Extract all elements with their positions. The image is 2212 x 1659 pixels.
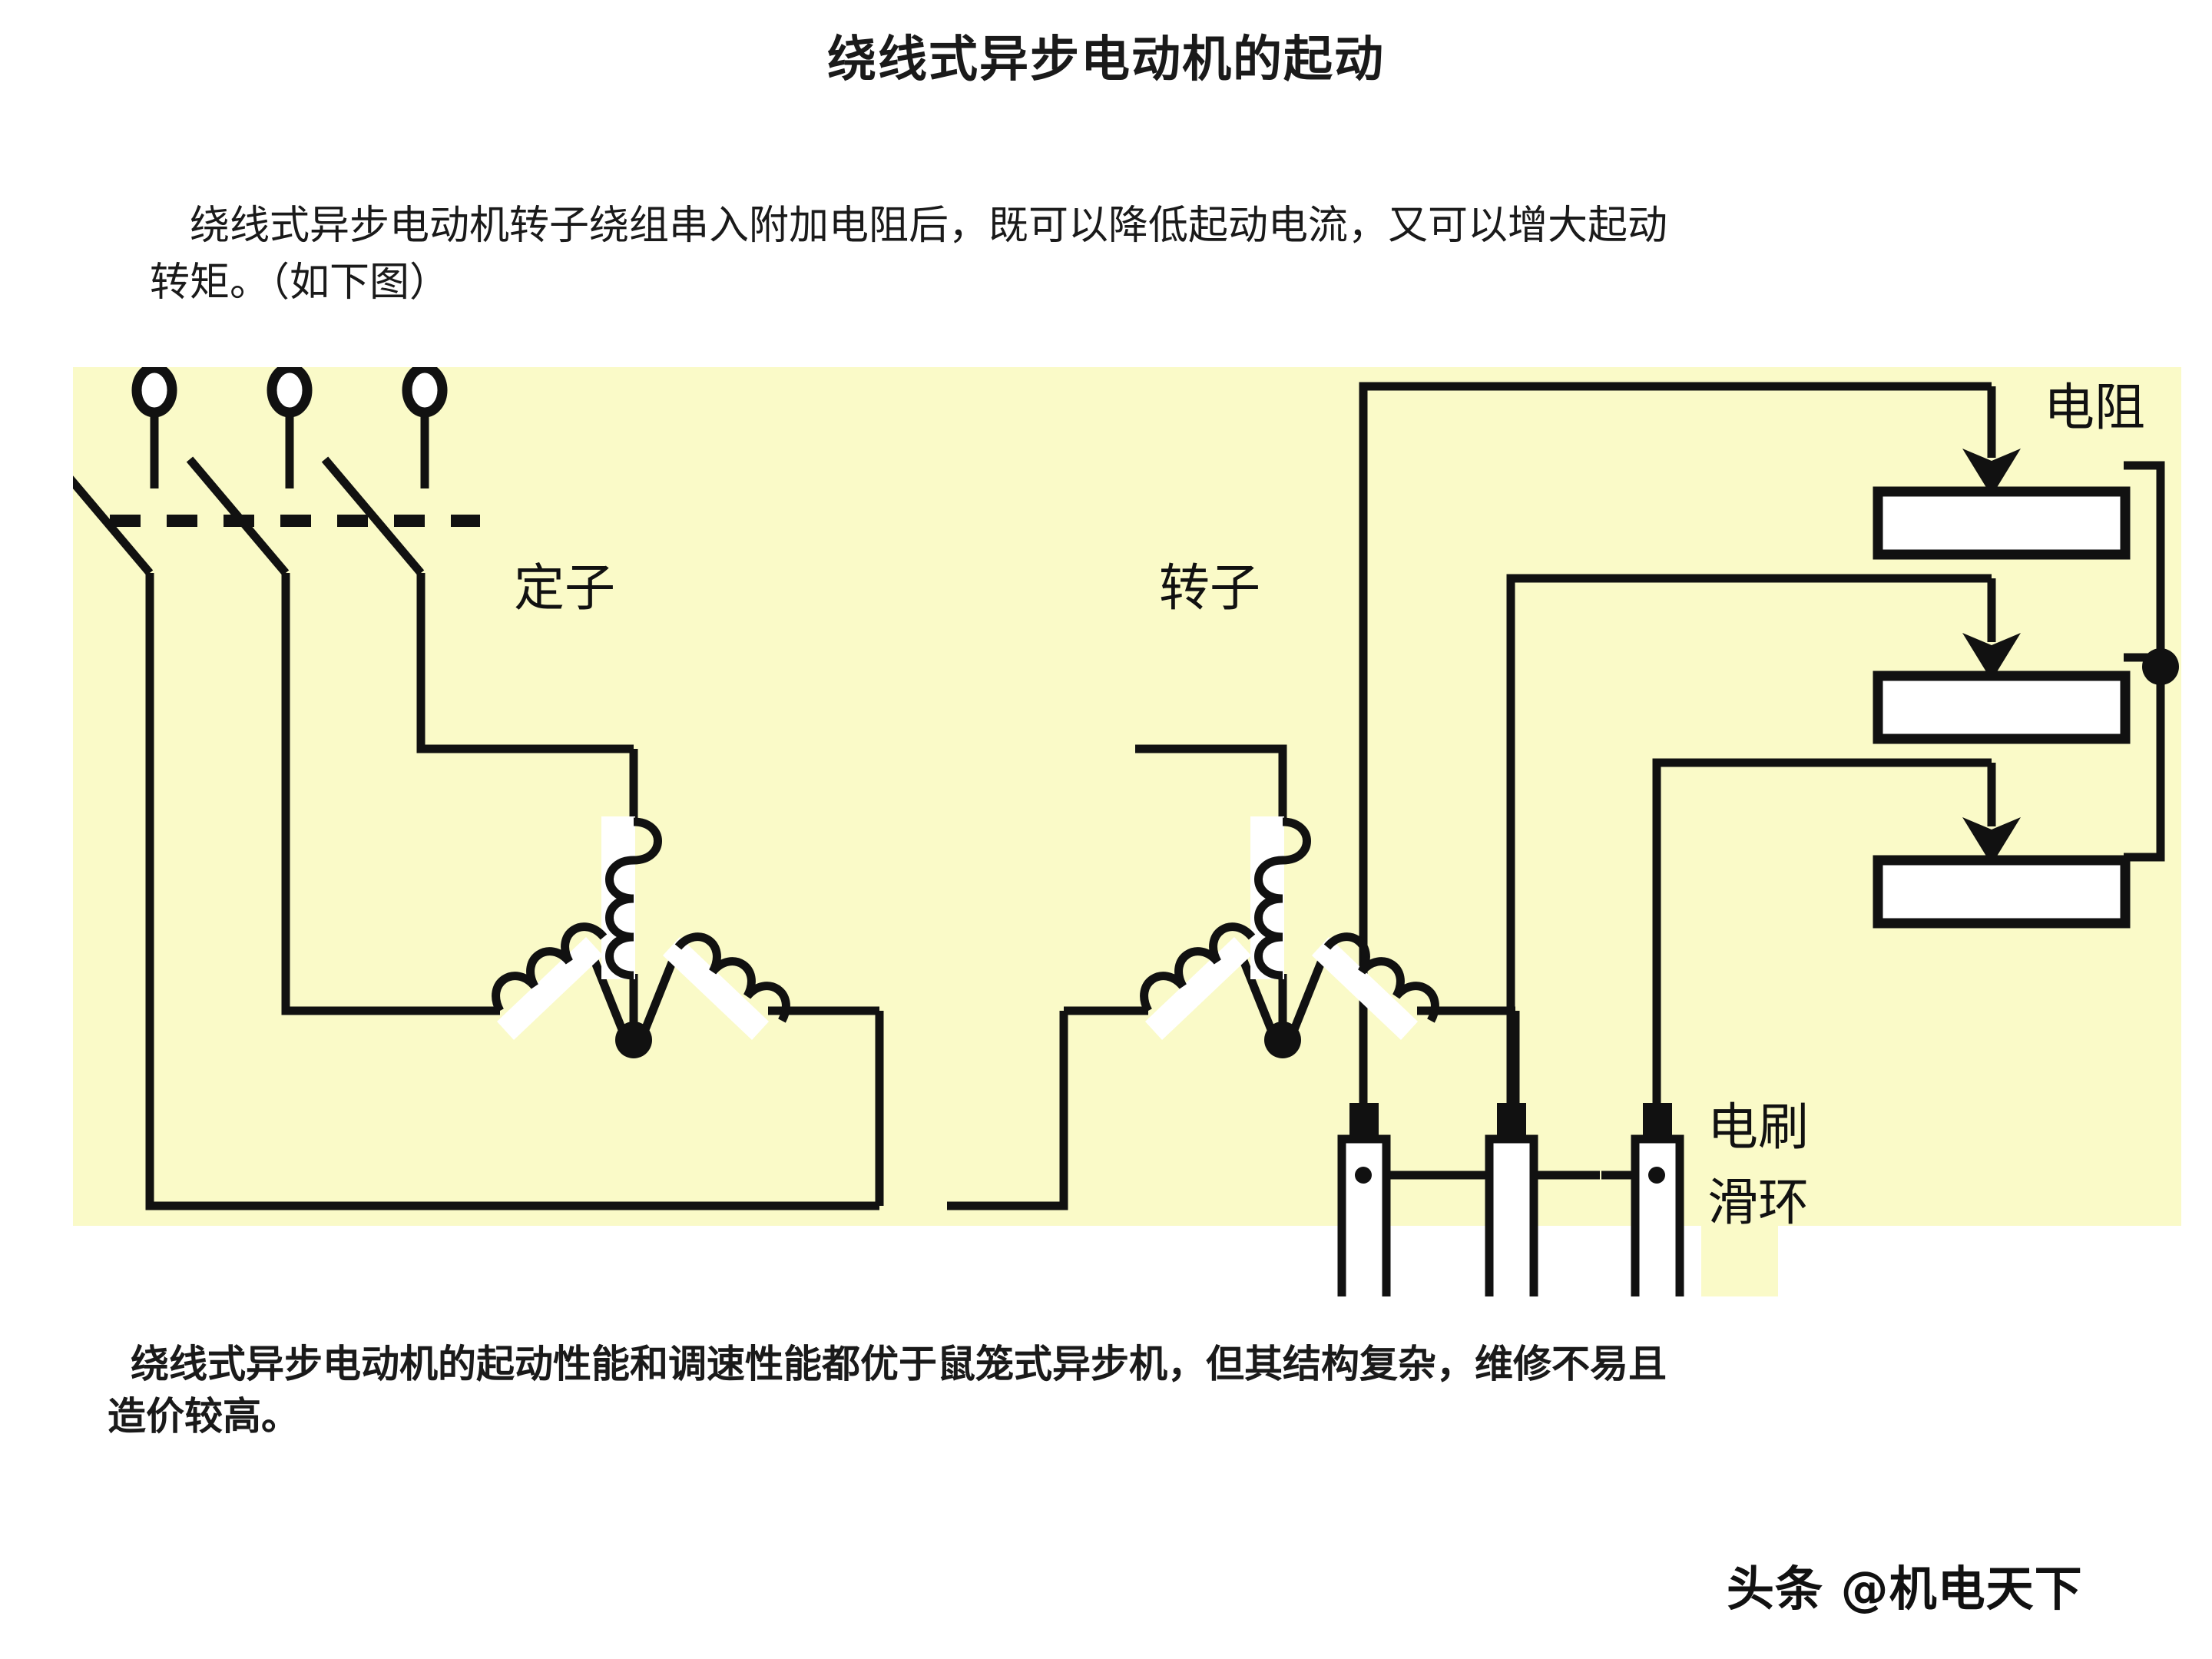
stator-coil-right [663, 932, 790, 1040]
conclusion-line-2: 造价较高。 [108, 1394, 300, 1439]
brush-3-to-resistor-3 [1652, 758, 1992, 1139]
rotor-coil-left [1140, 922, 1256, 1040]
brush-contact-dot-1 [1355, 1167, 1372, 1184]
resistor-box-2 [1873, 671, 2131, 744]
intro-line-1: 绕线式异步电动机转子绕组串入附加电阻后，既可以降低起动电流，又可以增大起动 [190, 203, 1668, 249]
slip-ring-1 [1337, 1134, 1391, 1296]
slip-ring-3 [1631, 1134, 1684, 1296]
watermark: 头条 @机电天下 [1727, 1561, 2083, 1617]
stator-coil-left [492, 922, 608, 1040]
switch-terminal-ring-2 [267, 367, 313, 418]
stator-star-node [615, 1022, 652, 1058]
resistor-3-arrow-head [1962, 817, 2021, 865]
brush-block-2 [1497, 1103, 1526, 1141]
brush-contact-dot-3 [1648, 1167, 1665, 1184]
rotor-label: 转子 [1159, 558, 1260, 618]
resistor-1-right-lead [2124, 461, 2165, 667]
circuit-diagram: 定子 转子 电阻 电刷 滑环 [73, 367, 2181, 1296]
rotor-coil-top [1250, 816, 1311, 980]
brush-block-3 [1643, 1103, 1672, 1141]
switch-terminal-ring-3 [402, 367, 448, 418]
resistor-1-arrow-head [1962, 449, 2021, 496]
resistor-2-arrow-head [1962, 633, 2021, 680]
rotor-top-lead-in [1135, 744, 1287, 822]
conclusion-paragraph: 绕线式异步电动机的起动性能和调速性能都优于鼠笼式异步机，但其结构复杂，维修不易且… [108, 1338, 2181, 1442]
brush-block-1 [1349, 1103, 1379, 1141]
switch-terminal-ring-1 [131, 367, 177, 418]
phase-b-conductor [281, 573, 442, 1015]
stator-coil-top [601, 816, 662, 980]
resistor-box-3 [1873, 855, 2131, 929]
intro-line-2: 转矩。（如下图） [150, 259, 450, 306]
diagram-panel-background [73, 367, 2181, 1296]
switch-blade-3 [321, 456, 425, 576]
slip-ring-label: 滑环 [1707, 1173, 1809, 1232]
resistor-3-right-lead [2124, 667, 2165, 862]
rotor-left-to-bottom-rail [947, 1011, 1068, 1210]
slip-ring-2 [1485, 1134, 1538, 1296]
phase-c-conductor [416, 573, 634, 753]
intro-paragraph: 绕线式异步电动机转子绕组串入附加电阻后，既可以降低起动电流，又可以增大起动 转矩… [150, 198, 2093, 312]
resistor-box-1 [1873, 486, 2131, 560]
rotor-coil-right [1312, 932, 1439, 1040]
stator-label: 定子 [514, 558, 615, 618]
page-title: 绕线式异步电动机的起动 [827, 31, 1385, 88]
brush-label: 电刷 [1707, 1098, 1809, 1157]
conclusion-line-1: 绕线式异步电动机的起动性能和调速性能都优于鼠笼式异步机，但其结构复杂，维修不易且 [131, 1342, 1667, 1386]
resistor-label: 电阻 [2044, 378, 2145, 437]
brush-2-to-resistor-2 [1506, 574, 1992, 1139]
resistor-common-node [2142, 648, 2179, 685]
phase-a-conductor [145, 573, 879, 1210]
brush-1-to-resistor-1 [1359, 382, 1992, 1139]
switch-blade-1 [73, 475, 154, 576]
circuit-diagram-svg: 定子 转子 电阻 电刷 滑环 [73, 367, 2181, 1296]
rotor-star-node [1264, 1022, 1301, 1058]
